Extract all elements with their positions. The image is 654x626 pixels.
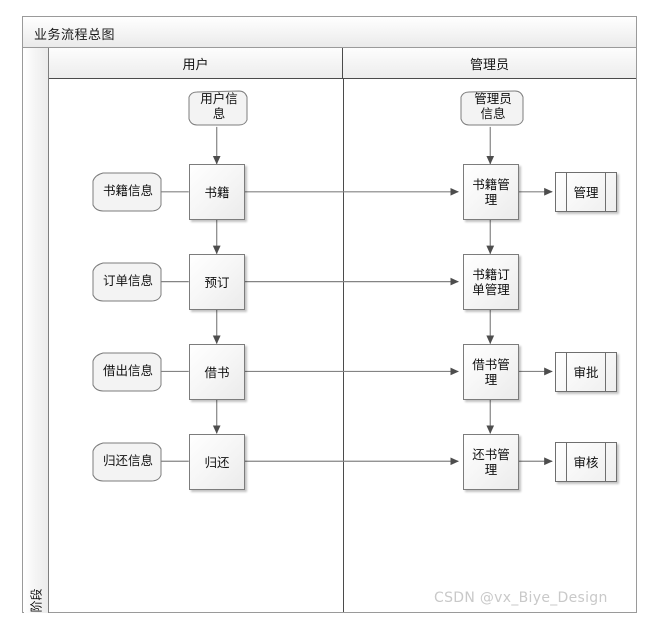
node-book-info[interactable]: 书籍信息 xyxy=(91,169,163,215)
node-order-info-label: 订单信息 xyxy=(102,272,153,288)
document-shape-icon xyxy=(92,352,162,392)
diagram-frame: 业务流程总图 阶段 用户 管理员 xyxy=(22,16,637,613)
document-shape-icon xyxy=(460,90,524,126)
watermark: CSDN @vx_Biye_Design xyxy=(434,590,608,606)
node-book-label: 书籍 xyxy=(204,184,230,200)
node-book-order-manage[interactable]: 书籍订单管理 xyxy=(463,254,519,310)
node-borrow-manage[interactable]: 借书管理 xyxy=(463,344,519,400)
node-return-info-label: 归还信息 xyxy=(102,452,153,468)
node-return-manage-label: 还书管理 xyxy=(472,447,510,477)
node-admin-info-label: 管理员信息 xyxy=(474,91,512,121)
node-manage[interactable]: 管理 xyxy=(555,172,617,212)
node-book-info-label: 书籍信息 xyxy=(102,182,153,198)
node-return-manage[interactable]: 还书管理 xyxy=(463,434,519,490)
document-shape-icon xyxy=(92,262,162,302)
node-borrow-info[interactable]: 借出信息 xyxy=(91,349,163,395)
node-user-info[interactable]: 用户信息 xyxy=(187,87,249,129)
node-reserve[interactable]: 预订 xyxy=(189,254,245,310)
node-approve[interactable]: 审批 xyxy=(555,352,617,392)
page-title: 业务流程总图 xyxy=(34,28,116,43)
node-audit[interactable]: 审核 xyxy=(555,442,617,482)
phase-band: 阶段 xyxy=(24,48,49,613)
node-return-label: 归还 xyxy=(204,454,230,470)
node-book[interactable]: 书籍 xyxy=(189,164,245,220)
document-shape-icon xyxy=(92,442,162,482)
node-return[interactable]: 归还 xyxy=(189,434,245,490)
document-shape-icon xyxy=(92,172,162,212)
node-admin-info[interactable]: 管理员信息 xyxy=(459,87,525,129)
node-audit-label: 审核 xyxy=(573,454,599,470)
node-book-manage-label: 书籍管理 xyxy=(472,177,510,207)
node-borrow[interactable]: 借书 xyxy=(189,344,245,400)
lane-header-user: 用户 xyxy=(49,48,343,78)
node-approve-label: 审批 xyxy=(573,364,599,380)
phase-band-label: 阶段 xyxy=(29,588,44,613)
node-borrow-info-label: 借出信息 xyxy=(102,362,153,378)
swimlane-area: 用户 管理员 xyxy=(49,48,636,612)
lane-header-admin: 管理员 xyxy=(469,57,509,73)
node-borrow-label: 借书 xyxy=(204,364,230,380)
diagram-title-bar: 业务流程总图 xyxy=(23,17,636,48)
node-book-order-manage-label: 书籍订单管理 xyxy=(472,267,510,297)
lane-header-row: 用户 管理员 xyxy=(49,48,636,79)
lane-body: 用户信息 书籍 书籍信息 预订 订单信息 借书 xyxy=(49,79,636,612)
node-user-info-label: 用户信息 xyxy=(200,91,238,121)
document-shape-icon xyxy=(188,90,248,126)
node-book-manage[interactable]: 书籍管理 xyxy=(463,164,519,220)
lane-divider xyxy=(343,79,344,612)
node-borrow-manage-label: 借书管理 xyxy=(472,357,510,387)
node-order-info[interactable]: 订单信息 xyxy=(91,259,163,305)
node-return-info[interactable]: 归还信息 xyxy=(91,439,163,485)
node-reserve-label: 预订 xyxy=(204,274,230,290)
node-manage-label: 管理 xyxy=(573,184,599,200)
